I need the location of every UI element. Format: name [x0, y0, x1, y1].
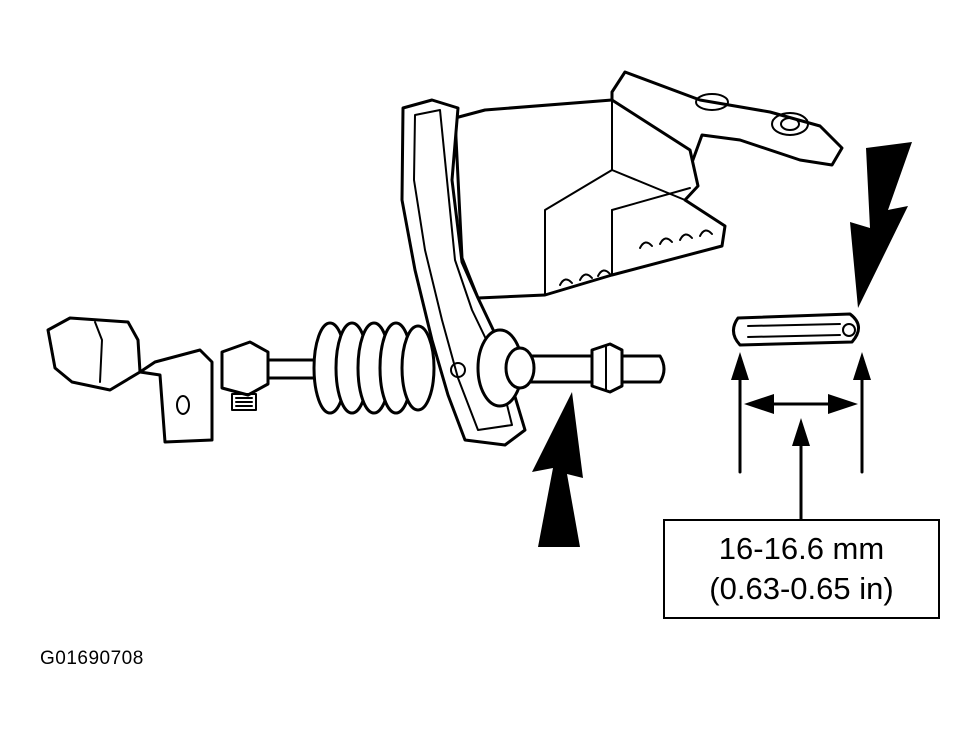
dimension-lines — [731, 352, 871, 521]
adjusting-nut — [590, 342, 666, 394]
dimension-imperial: (0.63-0.65 in) — [709, 571, 894, 606]
bushing — [476, 328, 536, 408]
pointer-arrow-upper — [850, 142, 912, 308]
return-spring — [312, 321, 436, 415]
spacer-pin-detail — [732, 312, 860, 347]
end-connector — [46, 316, 214, 444]
clevis — [220, 340, 270, 411]
reference-code: G01690708 — [40, 648, 144, 669]
switch-housing — [453, 98, 727, 300]
connector-cavities — [559, 229, 713, 286]
dimension-metric: 16-16.6 mm — [718, 531, 885, 566]
pointer-arrow-lower — [532, 392, 583, 547]
dimension-label: 16-16.6 mm (0.63-0.65 in) — [663, 519, 940, 619]
